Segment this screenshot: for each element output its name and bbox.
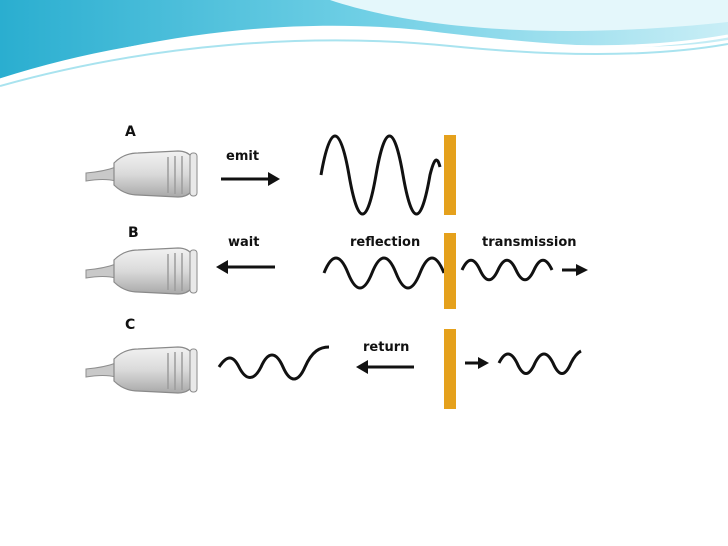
return-label: return xyxy=(363,340,410,355)
barrier-c xyxy=(444,329,456,409)
wait-label: wait xyxy=(228,235,260,250)
banner-swoosh-edge xyxy=(0,39,728,87)
arrow-left-icon xyxy=(216,260,275,274)
ultrasound-echo-diagram: A emit B wait reflection transmission C … xyxy=(78,115,596,431)
arrow-right-icon xyxy=(221,172,280,186)
row-label-c: C xyxy=(125,317,136,333)
header-banner xyxy=(0,0,728,87)
barrier-b xyxy=(444,233,456,309)
arrow-left-icon xyxy=(356,360,414,374)
barrier-a xyxy=(444,135,456,215)
emitted-wave xyxy=(319,134,442,216)
returned-wave xyxy=(217,345,330,381)
banner-swoosh-light xyxy=(330,0,728,31)
banner-swoosh-line xyxy=(0,29,728,82)
reflection-label: reflection xyxy=(350,235,421,250)
ultrasound-probe-icon xyxy=(85,346,198,394)
reflected-wave xyxy=(322,256,446,290)
ultrasound-probe-icon xyxy=(85,247,198,295)
transmitted-wave xyxy=(460,258,554,282)
continued-wave xyxy=(497,349,582,375)
diagram-art xyxy=(85,134,588,409)
row-label-a: A xyxy=(125,124,136,140)
arrow-right-icon xyxy=(562,264,588,276)
transmission-label: transmission xyxy=(482,235,577,250)
ultrasound-probe-icon xyxy=(85,150,198,198)
row-label-b: B xyxy=(128,225,139,241)
emit-label: emit xyxy=(226,149,260,164)
arrow-right-icon xyxy=(465,357,489,369)
